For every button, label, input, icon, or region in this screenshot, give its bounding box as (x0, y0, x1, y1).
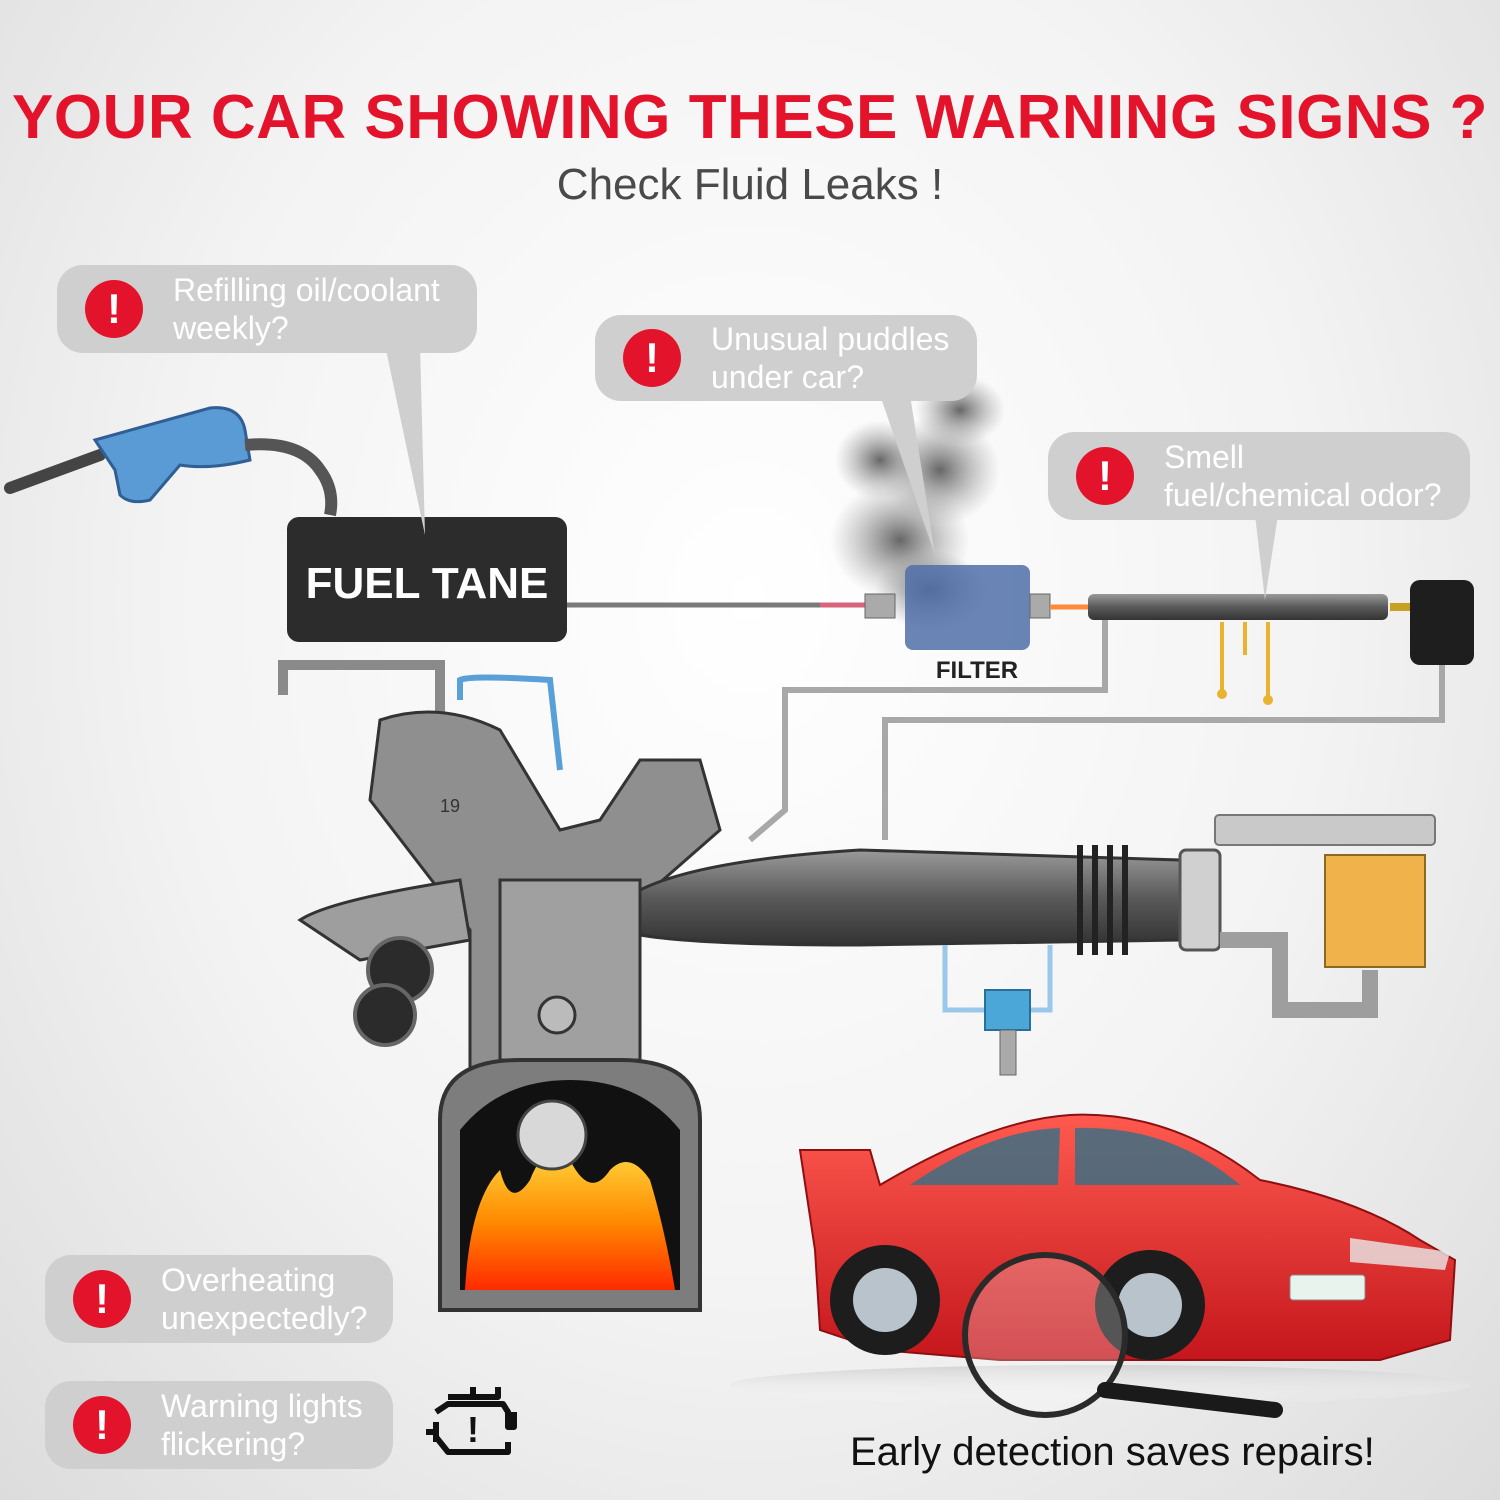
alert-icon: ! (73, 1270, 131, 1328)
alert-icon: ! (623, 329, 681, 387)
tagline: Early detection saves repairs! (850, 1430, 1375, 1474)
engine-mark: 19 (440, 796, 460, 816)
canister (748, 580, 1474, 843)
alert-icon: ! (73, 1396, 131, 1454)
warning-bubble-refill: ! Refilling oil/coolant weekly? (57, 265, 477, 353)
warning-bubble-lights: ! Warning lights flickering? (45, 1381, 393, 1469)
warning-text: Smell fuel/chemical odor? (1164, 439, 1442, 513)
svg-text:!: ! (467, 1409, 479, 1450)
warning-text: Warning lights flickering? (161, 1388, 363, 1462)
filter-label: FILTER (936, 657, 1018, 684)
fuel-nozzle (4, 406, 338, 517)
warning-text: Overheating unexpectedly? (161, 1262, 368, 1336)
fuel-rail (1050, 594, 1410, 705)
warning-text: Refilling oil/coolant weekly? (173, 272, 440, 346)
fuel-tank: FUEL TANE (278, 517, 567, 790)
fuel-filter: FILTER (864, 565, 1051, 684)
magnifying-glass (962, 1252, 1283, 1418)
warning-bubble-overheating: ! Overheating unexpectedly? (45, 1255, 393, 1343)
exhaust-pipe (638, 814, 1436, 1076)
headline: YOUR CAR SHOWING THESE WARNING SIGNS ? (11, 83, 1489, 152)
engine: 19 (297, 674, 722, 1312)
warning-bubble-puddles: ! Unusual puddles under car? (595, 315, 977, 401)
red-sports-car (730, 1113, 1470, 1405)
warning-bubble-odor: ! Smell fuel/chemical odor? (1048, 432, 1470, 520)
alert-icon: ! (1076, 447, 1134, 505)
fuel-tank-label: FUEL TANE (306, 559, 549, 608)
subtitle: Check Fluid Leaks ! (556, 160, 944, 209)
warning-text: Unusual puddles under car? (711, 321, 950, 395)
alert-icon: ! (85, 280, 143, 338)
check-engine-icon: ! (426, 1387, 517, 1455)
